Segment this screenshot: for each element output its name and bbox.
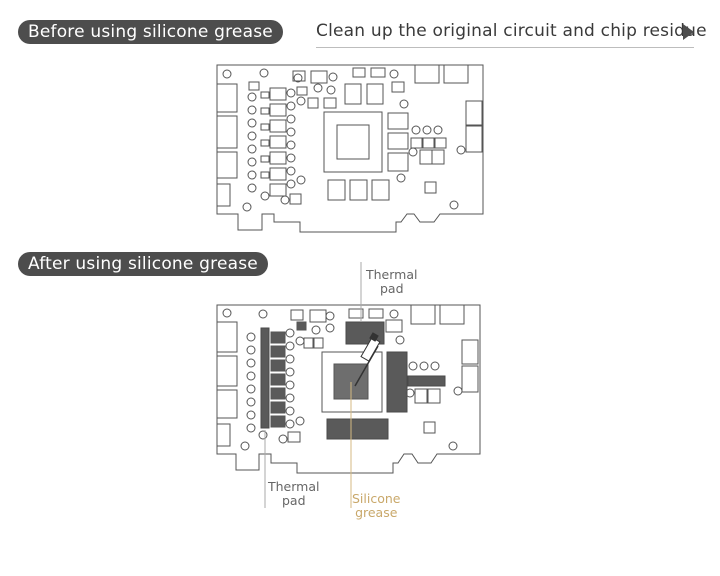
- after-section-label: After using silicone grease: [18, 252, 268, 276]
- syringe-icon: [354, 332, 381, 387]
- pcb-before: [216, 64, 484, 233]
- gpu-package-after: [321, 351, 383, 413]
- play-arrow-icon: [683, 24, 694, 40]
- thermal-pad-right-vertical: [386, 351, 408, 413]
- thermal-pad-bottom-chip: [326, 418, 389, 440]
- silicone-grease-label: Silicone grease: [352, 491, 401, 520]
- thermal-pad-right-horizontal: [407, 375, 446, 387]
- pcb-before-outline: [216, 64, 484, 233]
- before-section-label: Before using silicone grease: [18, 20, 283, 44]
- thermal-pad-bottom-label: Thermal pad: [268, 479, 320, 508]
- resistor-array-after: [246, 328, 305, 433]
- thermal-pad-top-label: Thermal pad: [366, 267, 418, 296]
- resistor-array-before: [247, 87, 306, 197]
- instruction-text: Clean up the original circuit and chip r…: [316, 21, 707, 41]
- pcb-after: [216, 304, 481, 474]
- gpu-die-before: [336, 124, 370, 160]
- header-divider: [316, 47, 694, 48]
- gpu-package-before: [323, 111, 383, 173]
- thermal-pad-left-strip: [260, 327, 270, 429]
- pcb-after-outline: [216, 304, 481, 474]
